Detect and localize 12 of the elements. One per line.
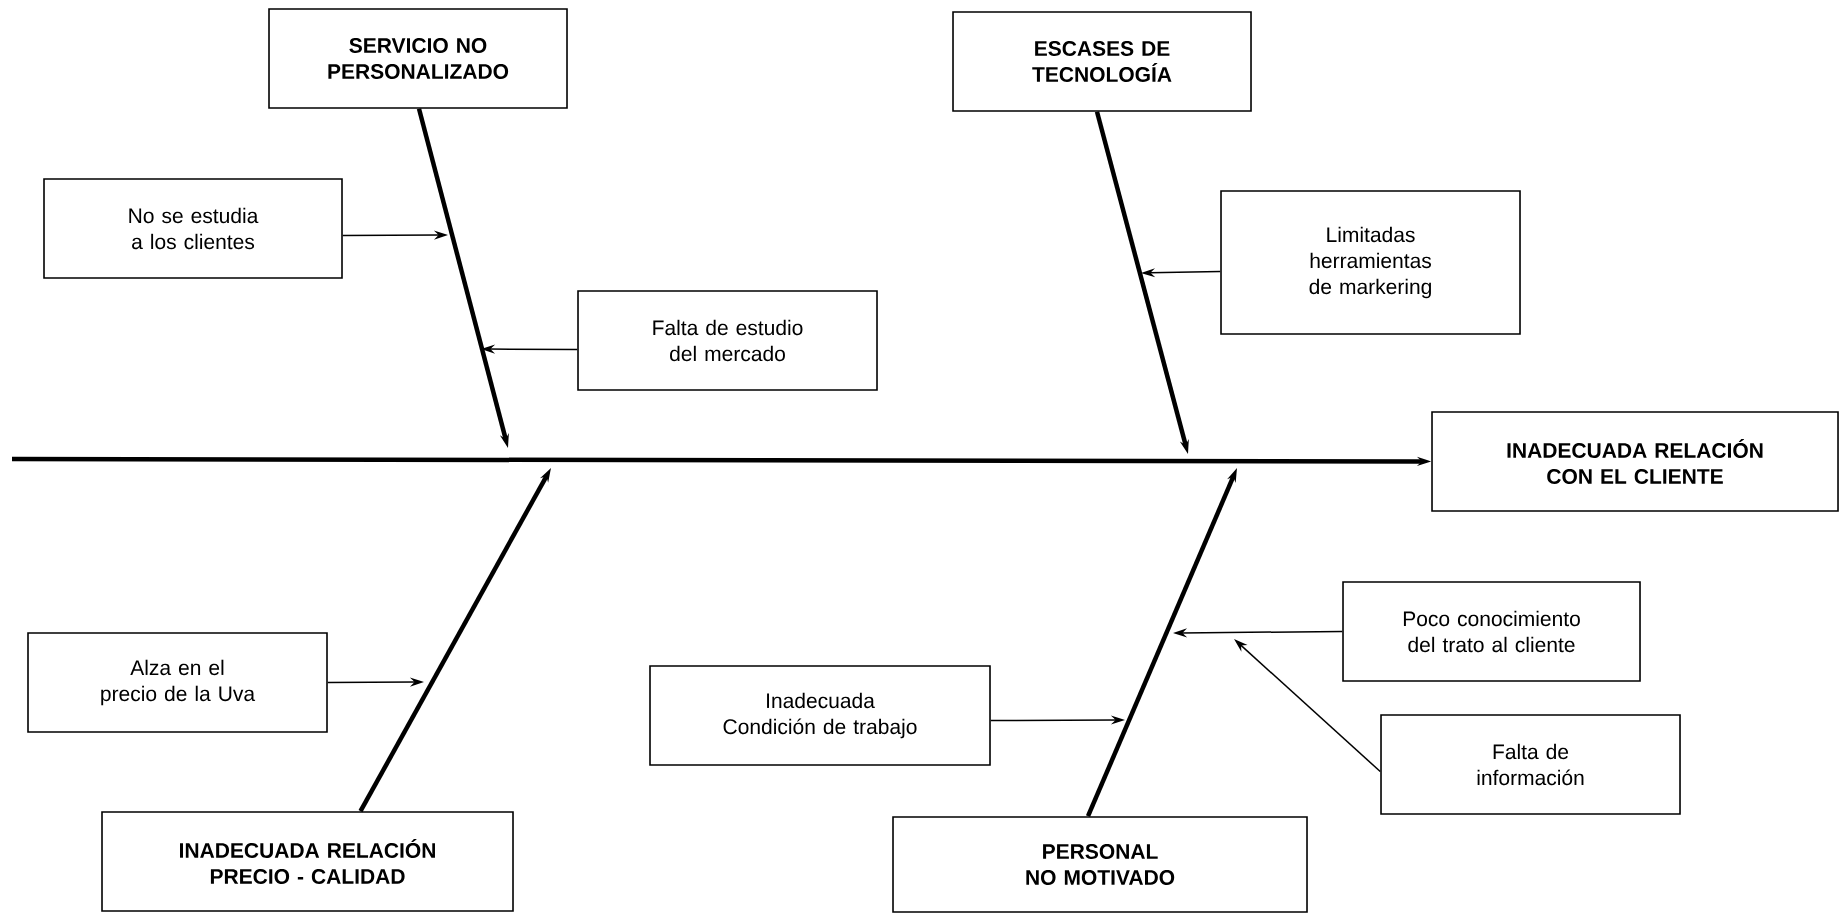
effect-box: INADECUADA RELACIÓN CON EL CLIENTE (1431, 411, 1839, 512)
cause-box: Limitadas herramientas de markering (1220, 190, 1521, 335)
cause-box: Falta de información (1380, 714, 1681, 815)
category-box: INADECUADA RELACIÓN PRECIO - CALIDAD (101, 811, 514, 912)
cause-box: Inadecuada Condición de trabajo (649, 665, 991, 766)
category-box: SERVICIO NO PERSONALIZADO (268, 8, 568, 109)
cause-box: Poco conocimiento del trato al cliente (1342, 581, 1641, 682)
category-box: PERSONAL NO MOTIVADO (892, 816, 1308, 913)
category-box: ESCASES DE TECNOLOGÍA (952, 11, 1252, 112)
cause-box: Falta de estudio del mercado (577, 290, 878, 391)
cause-box: No se estudia a los clientes (43, 178, 343, 279)
cause-box: Alza en el precio de la Uva (27, 632, 328, 733)
